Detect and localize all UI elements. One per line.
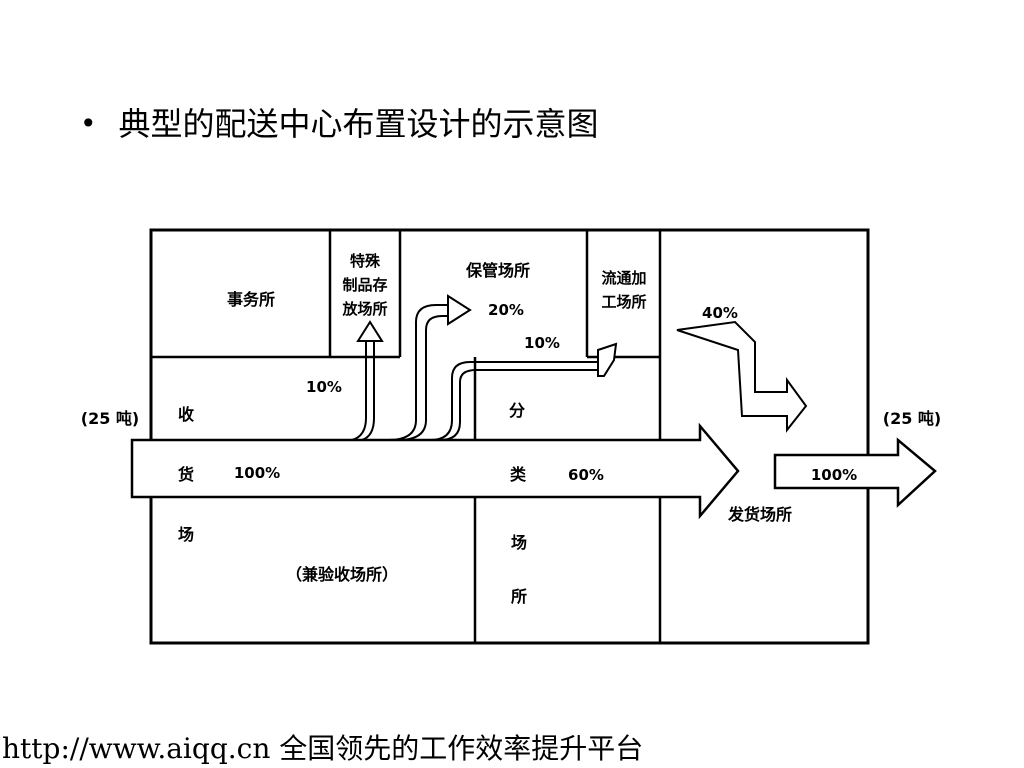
inbound-tonnage: (25 吨) — [81, 409, 139, 428]
sorting-label-char2: 类 — [510, 465, 527, 484]
sorting-label-char3: 场 — [511, 533, 527, 552]
shipping-label: 发货场所 — [727, 505, 792, 524]
sorting-label-char1: 分 — [509, 401, 525, 420]
special-storage-percent: 10% — [306, 378, 342, 396]
processing-percent: 10% — [524, 334, 560, 352]
receiving-percent: 100% — [234, 464, 280, 482]
slide-title: 典型的配送中心布置设计的示意图 — [118, 105, 599, 143]
slide-title-row: • 典型的配送中心布置设计的示意图 — [80, 100, 599, 148]
special-storage-label-line3: 放场所 — [341, 300, 387, 318]
sorting-percent: 60% — [568, 466, 604, 484]
storage-label: 保管场所 — [465, 261, 530, 280]
processing-label-line2: 工场所 — [601, 293, 646, 311]
storage-percent: 20% — [488, 301, 524, 319]
main-flow-arrow — [130, 422, 740, 520]
shipping-in-percent: 40% — [702, 304, 738, 322]
diagram-outer-frame — [149, 228, 870, 645]
outbound-tonnage: (25 吨) — [883, 409, 941, 428]
office-label: 事务所 — [227, 290, 275, 309]
receiving-label-char3: 场 — [178, 525, 194, 544]
processing-label-line1: 流通加 — [601, 269, 646, 287]
sorting-label-char4: 所 — [511, 587, 527, 606]
processing-flow-arrow — [429, 342, 618, 441]
footer: http://www.aiqq.cn 全国领先的工作效率提升平台 — [2, 731, 643, 767]
storage-flow-arrow — [387, 294, 472, 441]
footer-tagline: 全国领先的工作效率提升平台 — [279, 732, 644, 765]
receiving-label-char1: 收 — [178, 405, 194, 424]
receiving-label-char2: 货 — [178, 465, 194, 484]
shipping-flow-arrow — [676, 320, 808, 433]
outbound-flow-arrow — [773, 437, 937, 508]
inspection-label: （兼验收场所） — [286, 565, 398, 584]
footer-url[interactable]: http://www.aiqq.cn — [2, 732, 271, 765]
special-storage-label-line2: 制品存 — [342, 276, 387, 294]
special-storage-label-line1: 特殊 — [350, 252, 381, 270]
shipping-out-percent: 100% — [811, 466, 857, 484]
bullet-marker: • — [80, 107, 97, 140]
special-storage-flow-arrow — [351, 320, 384, 441]
